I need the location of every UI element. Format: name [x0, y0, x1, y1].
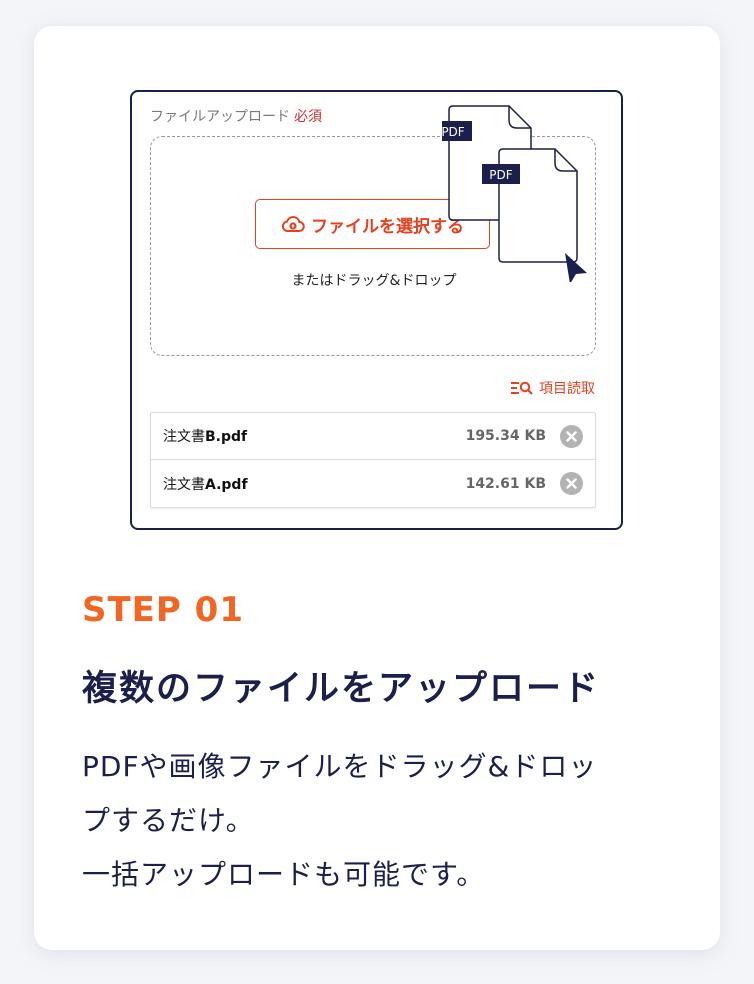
file-size: 142.61 KB — [465, 475, 546, 492]
field-label: ファイルアップロード必須 — [150, 106, 322, 126]
uploaded-file-list: 注文書B.pdf 195.34 KB 注文書A.pdf 142.61 KB — [150, 412, 596, 508]
drop-zone[interactable]: ファイルを選択する またはドラッグ&ドロップ — [150, 136, 596, 356]
pdf-badge-back: PDF — [442, 125, 465, 139]
list-search-icon — [511, 381, 533, 395]
file-size: 195.34 KB — [465, 428, 546, 444]
pdf-files-illustration: PDF PDF — [442, 105, 587, 282]
remove-file-button[interactable] — [560, 472, 583, 495]
read-items-button[interactable]: 項目読取 — [511, 378, 595, 398]
read-items-label: 項目読取 — [539, 381, 595, 397]
close-circle-icon — [566, 430, 577, 442]
file-name: 注文書A.pdf — [163, 476, 248, 493]
step-card: ファイルアップロード必須 ファイルを選択する またはドラッグ&ドロップ PDF — [34, 26, 720, 950]
upload-form-mockup: ファイルアップロード必須 ファイルを選択する またはドラッグ&ドロップ PDF — [130, 90, 623, 530]
cursor-arrow-icon — [565, 253, 587, 282]
description-line: PDFや画像ファイルをドラッグ&ドロッ — [82, 750, 598, 783]
file-name: 注文書B.pdf — [163, 429, 248, 445]
step-label: STEP 01 — [82, 590, 244, 630]
remove-file-button[interactable] — [560, 424, 583, 448]
description-line: プするだけ。 — [82, 804, 255, 837]
select-file-label: ファイルを選択する — [311, 216, 464, 237]
pdf-badge-front: PDF — [489, 168, 512, 182]
field-label-text: ファイルアップロード — [150, 109, 290, 125]
file-row: 注文書A.pdf 142.61 KB — [151, 460, 595, 507]
step-description: PDFや画像ファイルをドラッグ&ドロッ プするだけ。 一括アップロードも可能です… — [82, 740, 682, 902]
close-circle-icon — [566, 478, 577, 489]
step-title: 複数のファイルをアップロード — [82, 669, 601, 709]
required-badge: 必須 — [294, 109, 322, 125]
drag-drop-hint: またはドラッグ&ドロップ — [291, 273, 457, 289]
description-line: 一括アップロードも可能です。 — [82, 858, 486, 891]
select-file-button[interactable]: ファイルを選択する — [255, 199, 490, 249]
cloud-upload-icon — [281, 216, 305, 232]
file-row: 注文書B.pdf 195.34 KB — [151, 413, 595, 460]
